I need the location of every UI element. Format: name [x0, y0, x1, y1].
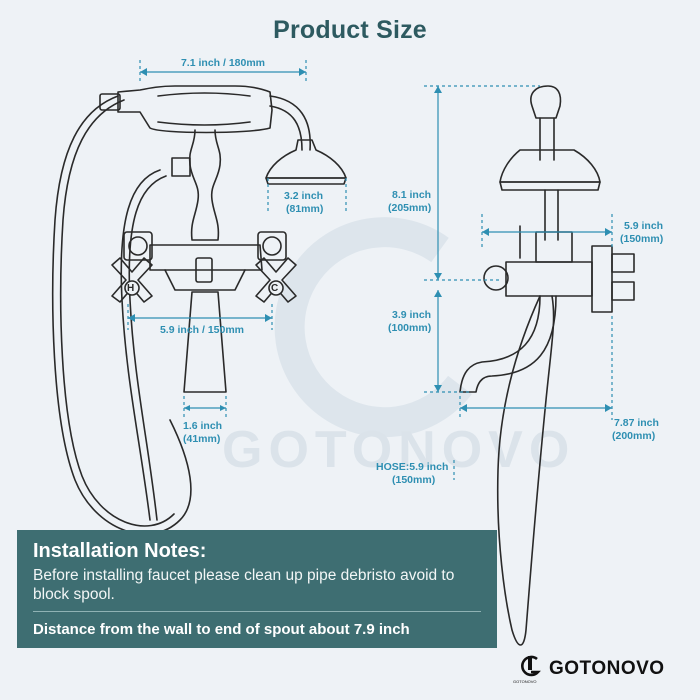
hose-middle: [120, 169, 161, 521]
dimension-reach-mm: (200mm): [612, 430, 656, 442]
installation-notes: Installation Notes: Before installing fa…: [17, 530, 497, 648]
dimension-centers: 5.9 inch / 150mm: [159, 324, 245, 336]
dimension-shower-head-in: 3.2 inch: [284, 190, 324, 202]
dimension-depth-mm: (150mm): [620, 233, 664, 245]
shower-head-right: [499, 149, 601, 183]
hose-left: [51, 95, 192, 535]
cradle-pillar: [188, 129, 222, 241]
page-title: Product Size: [273, 16, 427, 44]
notes-divider: [33, 611, 481, 612]
dimension-width-top: 7.1 inch / 180mm: [180, 57, 266, 69]
hose-right: [496, 295, 555, 646]
brand-logo-icon: GOTONOVO: [513, 653, 543, 685]
hot-label: H: [127, 283, 135, 294]
dimension-spout-width-in: 1.6 inch: [183, 420, 223, 432]
dimension-hose-in: HOSE:5.9 inch: [376, 461, 449, 473]
dimension-height-upper-in: 8.1 inch: [392, 189, 432, 201]
spout-right: [459, 295, 557, 393]
body-right: [505, 261, 593, 297]
brand: GOTONOVO GOTONOVO: [513, 652, 665, 686]
dimension-height-lower-in: 3.9 inch: [392, 309, 432, 321]
dimension-hose-mm: (150mm): [392, 474, 436, 486]
brand-logo-text: GOTONOVO: [513, 679, 537, 684]
dimension-height-upper-mm: (205mm): [388, 202, 432, 214]
dimension-height-lower-mm: (100mm): [388, 322, 432, 334]
hook-right: [530, 85, 562, 119]
spout-left: [183, 291, 227, 393]
notes-body: Before installing faucet please clean up…: [33, 567, 455, 603]
notes-heading: Installation Notes:: [33, 540, 207, 562]
cold-handle: [255, 257, 297, 303]
brand-name: GOTONOVO: [549, 658, 665, 679]
dimension-spout-width-mm: (41mm): [183, 433, 221, 445]
handset: [117, 85, 273, 134]
shower-head-left: [265, 139, 347, 179]
hot-handle: [111, 257, 153, 303]
watermark-text: GOTONOVO: [222, 421, 576, 479]
dimension-depth-in: 5.9 inch: [624, 220, 664, 232]
notes-highlight: Distance from the wall to end of spout a…: [33, 621, 410, 638]
cold-label: C: [271, 283, 279, 294]
dimension-shower-head-mm: (81mm): [286, 203, 324, 215]
dimension-reach-in: 7.87 inch: [614, 417, 659, 429]
faucet-body: [149, 244, 263, 271]
